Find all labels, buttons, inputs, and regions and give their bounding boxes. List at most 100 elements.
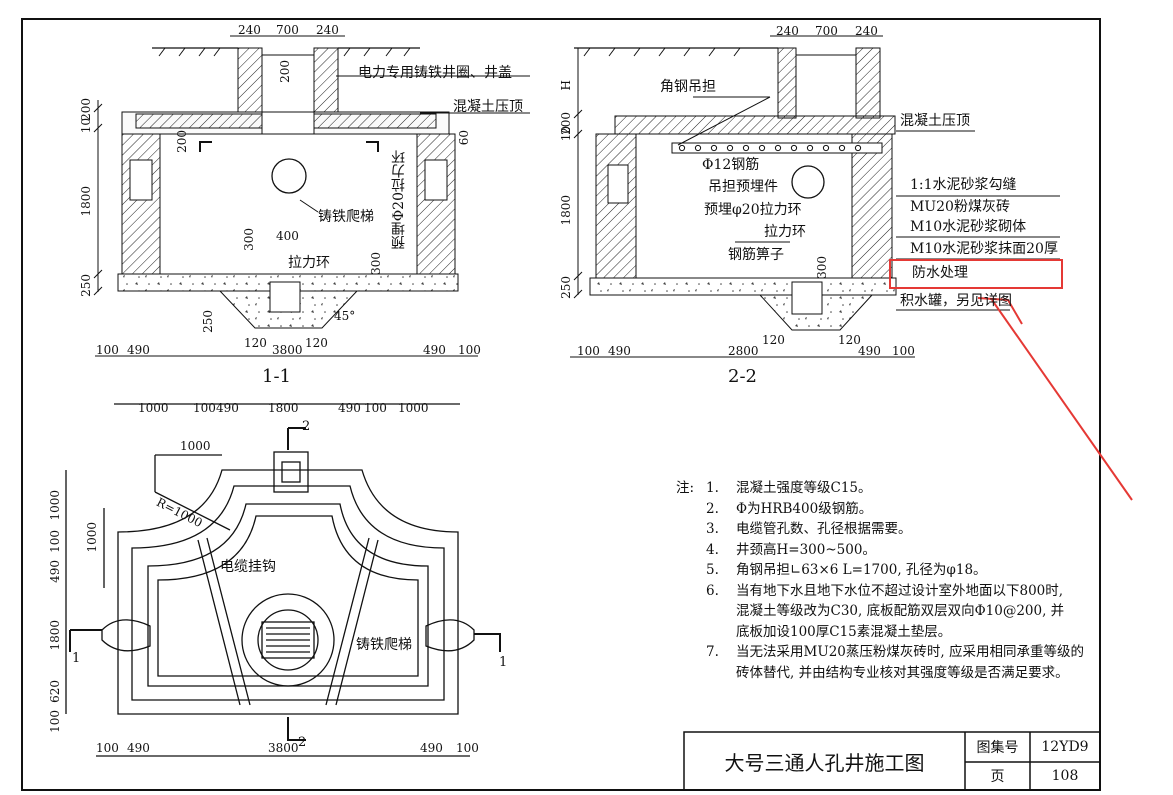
plan-dim-left-620: 620 [48,680,62,703]
s11-dim-sump-250: 250 [201,310,215,333]
s22-label-waterproof: 防水处理 [912,265,968,281]
note-row-1: 注: 1. 混凝土强度等级C15。 [676,478,1116,499]
note-text: Φ为HRB400级钢筋。 [736,500,873,517]
s22-label-rebar: Φ12钢筋 [702,157,760,173]
s22-label-ring-embed: 预埋φ20拉力环 [704,202,802,218]
s22-label-masonry: M10水泥砂浆砌体 [910,219,1027,235]
s11-dim-ladder-400: 400 [276,229,299,243]
s22-dim-bottom-5: 100 [892,344,915,358]
plan-dim-bottom-1: 100 [96,741,119,755]
s22-dim-left-10: 10 [559,126,573,142]
plan-cut-2-bottom: 2 [298,735,307,750]
plan-dim-top-1: 1000 [138,401,169,415]
s22-dim-left-250: 250 [559,276,573,299]
note-num: 3. [706,521,719,537]
s22-label-sump: 积水罐，另见详图 [900,293,1012,309]
sheet-border [21,18,1101,791]
note-text: 砖体替代, 并由结构专业核对其强度等级是否满足要求。 [736,664,1069,681]
s22-dim-ring-300: 300 [815,256,829,279]
s11-dim-left-1800: 1800 [79,186,93,217]
drawing-title: 大号三通人孔井施工图 [724,750,925,775]
s22-dim-left-1800: 1800 [559,195,573,226]
note-text: 混凝土强度等级C15。 [736,480,872,496]
s11-dim-left-200: 200 [79,98,93,121]
plan-dim-top-6: 100 [364,401,387,415]
highlight-arrow-line [991,299,1133,501]
s11-label-ring-embed: 预埋Φ20拉力环 [391,150,407,250]
plan-dim-top-7: 1000 [398,401,429,415]
s11-dim-right-60: 60 [457,130,471,146]
plan-dim-top-5: 490 [338,401,361,415]
s11-dim-bottom-1: 100 [96,343,119,357]
plan-dim-left-490: 490 [48,560,62,583]
s22-dim-bottom-3: 2800 [728,344,759,358]
s22-dim-top-1: 240 [776,24,799,38]
s11-dim-bottom-2: 490 [127,343,150,357]
note-row-10: 砖体替代, 并由结构专业核对其强度等级是否满足要求。 [676,663,1116,684]
note-text: 电缆管孔数、孔径根据需要。 [736,521,912,537]
s11-dim-bottom-5: 100 [458,343,481,357]
s11-dim-neck: 200 [278,60,292,83]
s11-dim-ring-300: 300 [369,252,383,275]
s11-dim-angle: 45° [334,309,356,323]
note-num [706,663,736,684]
note-row-9: 7. 当无法采用MU20蒸压粉煤灰砖时, 应采用相同承重等级的 [676,642,1116,663]
page-value: 108 [1051,768,1079,784]
plan-dim-left-1000: 1000 [48,490,62,521]
s11-dim-left-250: 250 [79,274,93,297]
plan-dim-bottom-2: 490 [127,741,150,755]
plan-dim-top-3: 490 [216,401,239,415]
atlas-value: 12YD9 [1041,739,1089,755]
s22-label-roof: 混凝土压顶 [900,113,970,129]
plan-dim-left-100: 100 [48,530,62,553]
plan-dim-bottom-5: 100 [456,741,479,755]
s22-dim-bottom-2: 490 [608,344,631,358]
plan-view-drawing [65,403,501,757]
s11-label-pull-ring: 拉力环 [288,255,330,271]
s22-dim-bottom-1: 100 [577,344,600,358]
note-row-5: 5. 角钢吊担∟63×6 L=1700, 孔径为φ18。 [676,560,1116,581]
plan-dim-left-inner: 1000 [85,522,99,553]
note-text: 井颈高H=300~500。 [736,541,876,558]
s11-dim-top-1: 240 [238,23,261,37]
plan-dim-bottom-4: 490 [420,741,443,755]
note-row-8: 底板加设100厚C15素混凝土垫层。 [676,622,1116,643]
s22-dim-H: H [559,80,573,91]
note-num: 6. [706,582,719,599]
note-num [706,622,736,643]
note-num: 5. [706,562,719,578]
s22-dim-top-2: 700 [815,24,838,38]
plan-cut-2-top: 2 [302,419,311,434]
note-row-3: 3. 电缆管孔数、孔径根据需要。 [676,519,1116,540]
note-text: 当无法采用MU20蒸压粉煤灰砖时, 应采用相同承重等级的 [736,644,1084,660]
s11-dim-top-3: 240 [316,23,339,37]
note-row-2: 2.Φ为HRB400级钢筋。 [676,499,1116,520]
plan-dim-left-100b: 100 [48,710,62,733]
plan-label-ladder: 铸铁爬梯 [356,637,412,653]
note-text: 角钢吊担∟63×6 L=1700, 孔径为φ18。 [736,562,987,578]
page-label: 页 [990,769,1005,785]
note-num: 7. [706,644,719,660]
s11-label-cover: 电力专用铸铁井圈、井盖 [358,65,512,81]
note-text: 当有地下水且地下水位不超过设计室外地面以下800时, [736,582,1064,599]
s22-dim-sump-120-right: 120 [838,333,861,347]
note-num: 1. [706,480,719,496]
s11-dim-bottom-3: 3800 [272,343,303,357]
s11-dim-inner-200: 200 [175,130,189,153]
section-1-1-drawing [93,35,530,357]
s22-label-brick: MU20粉煤灰砖 [910,199,1010,215]
notes-prefix: 注: [676,480,695,496]
s11-title: 1-1 [262,366,291,387]
s11-dim-top-2: 700 [276,23,299,37]
s22-dim-bottom-4: 490 [858,344,881,358]
s11-dim-bottom-4: 490 [423,343,446,357]
s22-label-plaster: M10水泥砂浆抹面20厚 [910,241,1058,257]
s22-label-hanger: 角钢吊担 [660,79,716,95]
plan-dim-left-1800: 1800 [48,620,62,651]
note-row-6: 6. 当有地下水且地下水位不超过设计室外地面以下800时, [676,581,1116,602]
s22-label-pull-ring: 拉力环 [764,224,806,240]
note-num: 4. [706,541,719,558]
note-num [706,601,736,622]
plan-dim-bottom-3: 3800 [268,741,299,755]
